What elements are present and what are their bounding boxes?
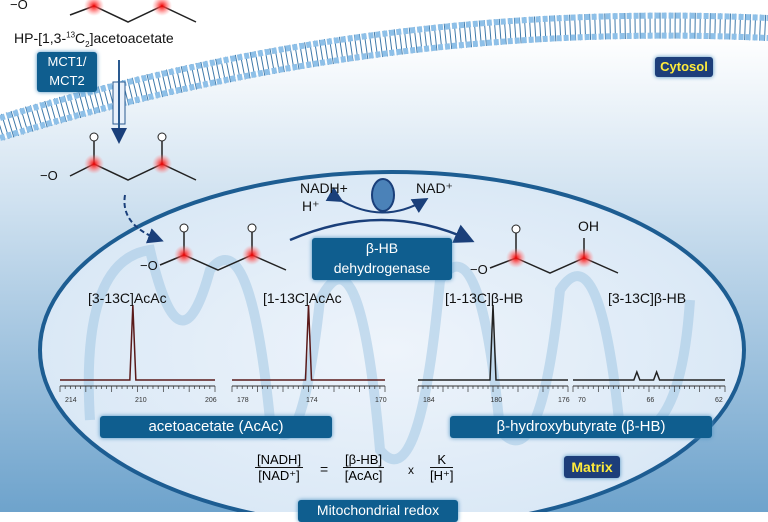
eq-times: x [408, 463, 414, 477]
bhb-group-label: β-hydroxybutyrate (β-HB) [450, 416, 712, 438]
tick-label: 176 [558, 397, 570, 404]
eq-ratio: [β-HB][AcAc] [343, 452, 385, 483]
enzyme-icon [371, 178, 395, 212]
eq-equals: = [320, 461, 329, 477]
cristae [83, 244, 695, 465]
eq-lhs: [NADH][NAD⁺] [255, 452, 304, 483]
acac-charge: −O [140, 258, 158, 273]
nadh-label: NADH+ [300, 180, 348, 196]
cytosol-label: Cytosol [655, 57, 713, 77]
transporter-channel [111, 60, 127, 144]
spectrum-label-3c-acac: [3-13C]AcAc [88, 290, 167, 306]
tick-label: 66 [646, 397, 655, 404]
mct-transporter-label: MCT1/MCT2 [37, 52, 97, 92]
tick-label: 62 [715, 397, 723, 404]
tick-label: 170 [375, 397, 387, 404]
tick-label: 184 [423, 397, 435, 404]
nad-label: NAD⁺ [416, 180, 453, 196]
top-molecule-label: HP-[1,3-13C2]acetoacetate [14, 30, 174, 49]
matrix-label: Matrix [564, 456, 620, 478]
tick-label: 180 [490, 397, 503, 404]
cytosol-molecule-charge: −O [40, 168, 58, 183]
spectrum-trace [418, 304, 568, 381]
eq-k: K[H⁺] [430, 452, 454, 483]
spectrum-trace [60, 304, 215, 381]
tick-label: 210 [135, 397, 147, 404]
tick-label: 214 [65, 397, 77, 404]
mitochondrial-redox-label: Mitochondrial redox [298, 500, 458, 522]
bhb-charge: −O [470, 262, 488, 277]
acac-group-label: acetoacetate (AcAc) [100, 416, 332, 438]
tick-label: 178 [237, 397, 249, 404]
tick-label: 206 [205, 397, 217, 404]
spectrum-label-3c-bhb: [3-13C]β-HB [608, 290, 687, 306]
spectrum-trace [232, 304, 385, 381]
tick-label: 174 [306, 397, 318, 404]
bhb-oh: OH [578, 218, 599, 234]
h-label: H⁺ [302, 198, 320, 214]
tick-label: 70 [578, 397, 586, 404]
spectrum-trace [573, 369, 725, 381]
spectrum-label-1c-acac: [1-13C]AcAc [263, 290, 342, 306]
spectrum-label-1c-bhb: [1-13C]β-HB [445, 290, 524, 306]
top-charge: −O [10, 0, 28, 12]
